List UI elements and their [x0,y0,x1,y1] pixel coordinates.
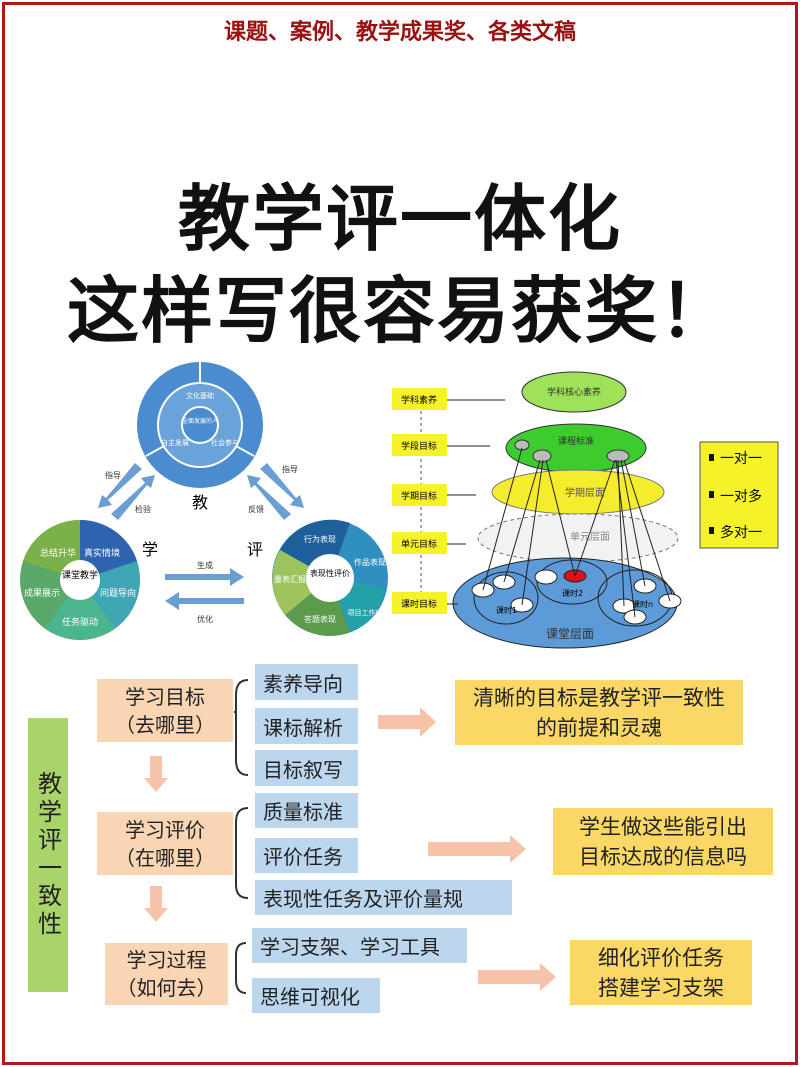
svg-text:任务驱动: 任务驱动 [62,616,98,628]
svg-text:一对多: 一对多 [720,488,762,505]
svg-text:学科素养: 学科素养 [401,394,437,406]
assess-label: 评 [247,540,263,559]
item: 学习支架、学习工具 [252,928,467,963]
svg-text:项目工作纸: 项目工作纸 [348,608,383,617]
svg-text:课时n: 课时n [632,599,653,609]
svg-text:生成: 生成 [197,560,213,570]
svg-text:问题导向: 问题导向 [100,587,136,599]
item: 素养导向 [255,664,358,700]
svg-text:优化: 优化 [197,614,213,624]
svg-text:学期目标: 学期目标 [401,490,437,502]
teach-label: 教 [192,493,208,512]
svg-text:课堂教学: 课堂教学 [62,569,98,581]
assess-circle: 表现性评价 行为表现 作品表现 项目工作纸 答题表现 量表汇报 [272,519,388,636]
svg-text:总结升华: 总结升华 [40,547,76,559]
svg-text:学期层面: 学期层面 [565,486,605,499]
svg-text:课时目标: 课时目标 [401,598,437,610]
legend-box: 一对一 一对多 多对一 [699,441,779,549]
item: 质量标准 [255,793,358,828]
item: 评价任务 [255,838,358,873]
svg-text:单元目标: 单元目标 [401,538,437,550]
item: 表现性任务及评价量规 [255,880,512,915]
svg-text:社会参与: 社会参与 [211,438,239,447]
stage-goal: 学习目标（去哪里） [97,679,233,742]
svg-text:单元层面: 单元层面 [570,531,610,543]
stage-assessment: 学习评价（在哪里） [97,812,233,875]
teach-circle: 全面发展的人 文化基础 自主发展 社会参与 [137,362,263,488]
svg-text:检验: 检验 [135,504,151,514]
cycle-arrows [98,463,304,610]
side-label: 教学评一致性 [28,718,68,992]
teach-center: 全面发展的人 [182,417,218,425]
item: 目标叙写 [255,750,358,786]
svg-text:表现性评价: 表现性评价 [310,568,350,578]
svg-text:课时2: 课时2 [562,588,583,598]
svg-text:真实情境: 真实情境 [84,547,120,559]
goal-levels-diagram: 学科素养 学段目标 学期目标 单元目标 课时目标 学科核心素养 课程标准 学期层… [392,371,779,649]
bottom-connectors [144,679,556,994]
note-assessment: 学生做这些能引出目标达成的信息吗 [553,808,773,875]
svg-text:指导: 指导 [282,464,298,474]
title-line1: 教学评一体化 [177,177,622,261]
item: 思维可视化 [252,978,380,1013]
svg-text:自主发展: 自主发展 [161,438,189,447]
level-labels: 学科素养 学段目标 学期目标 单元目标 课时目标 [392,388,447,614]
learn-circle: 课堂教学 真实情境 问题导向 任务驱动 成果展示 总结升华 [20,519,140,640]
learn-label: 学 [142,540,158,559]
svg-text:作品表现: 作品表现 [354,557,386,567]
title-line2: 这样写很容易获奖！ [66,269,733,353]
svg-text:行为表现: 行为表现 [304,534,336,544]
svg-text:学科核心素养: 学科核心素养 [547,386,601,398]
svg-text:量表汇报: 量表汇报 [274,574,306,584]
svg-text:文化基础: 文化基础 [186,391,214,400]
svg-text:答题表现: 答题表现 [304,614,336,624]
svg-text:学段目标: 学段目标 [401,440,437,452]
svg-text:课时1: 课时1 [496,605,517,615]
note-goal: 清晰的目标是教学评一致性的前提和灵魂 [455,680,743,745]
svg-text:成果展示: 成果展示 [24,587,60,599]
note-process: 细化评价任务搭建学习支架 [570,940,752,1005]
svg-text:课程标准: 课程标准 [558,435,594,447]
header-text: 课题、案例、教学成果奖、各类文稿 [223,19,576,45]
svg-text:课堂层面: 课堂层面 [546,627,594,641]
svg-text:反馈: 反馈 [248,504,264,514]
teach-learn-assess-cycle: 全面发展的人 文化基础 自主发展 社会参与 教 学 评 指导 检验 指导 反馈 … [20,362,388,640]
item: 课标解析 [255,708,358,744]
svg-text:指导: 指导 [105,470,121,480]
svg-text:一对一: 一对一 [720,451,762,467]
svg-text:多对一: 多对一 [720,524,762,541]
stage-process: 学习过程（如何去） [105,943,228,1005]
